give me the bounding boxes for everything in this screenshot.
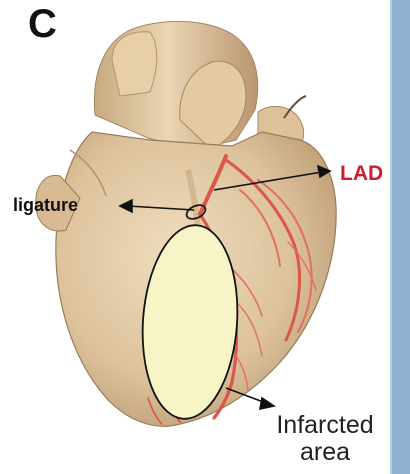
brachiocephalic-vessel: [112, 32, 157, 96]
panel-label: C: [28, 4, 57, 44]
slide-border: [392, 0, 410, 474]
infarcted-label-line1: Infarcted: [250, 412, 400, 439]
infarcted-label-line2: area: [250, 439, 400, 466]
lad-label: LAD: [340, 163, 383, 184]
infarcted-area-label: Infarcted area: [250, 412, 400, 466]
slide-border-edge: [390, 0, 392, 474]
ligature-label: ligature: [13, 196, 78, 214]
